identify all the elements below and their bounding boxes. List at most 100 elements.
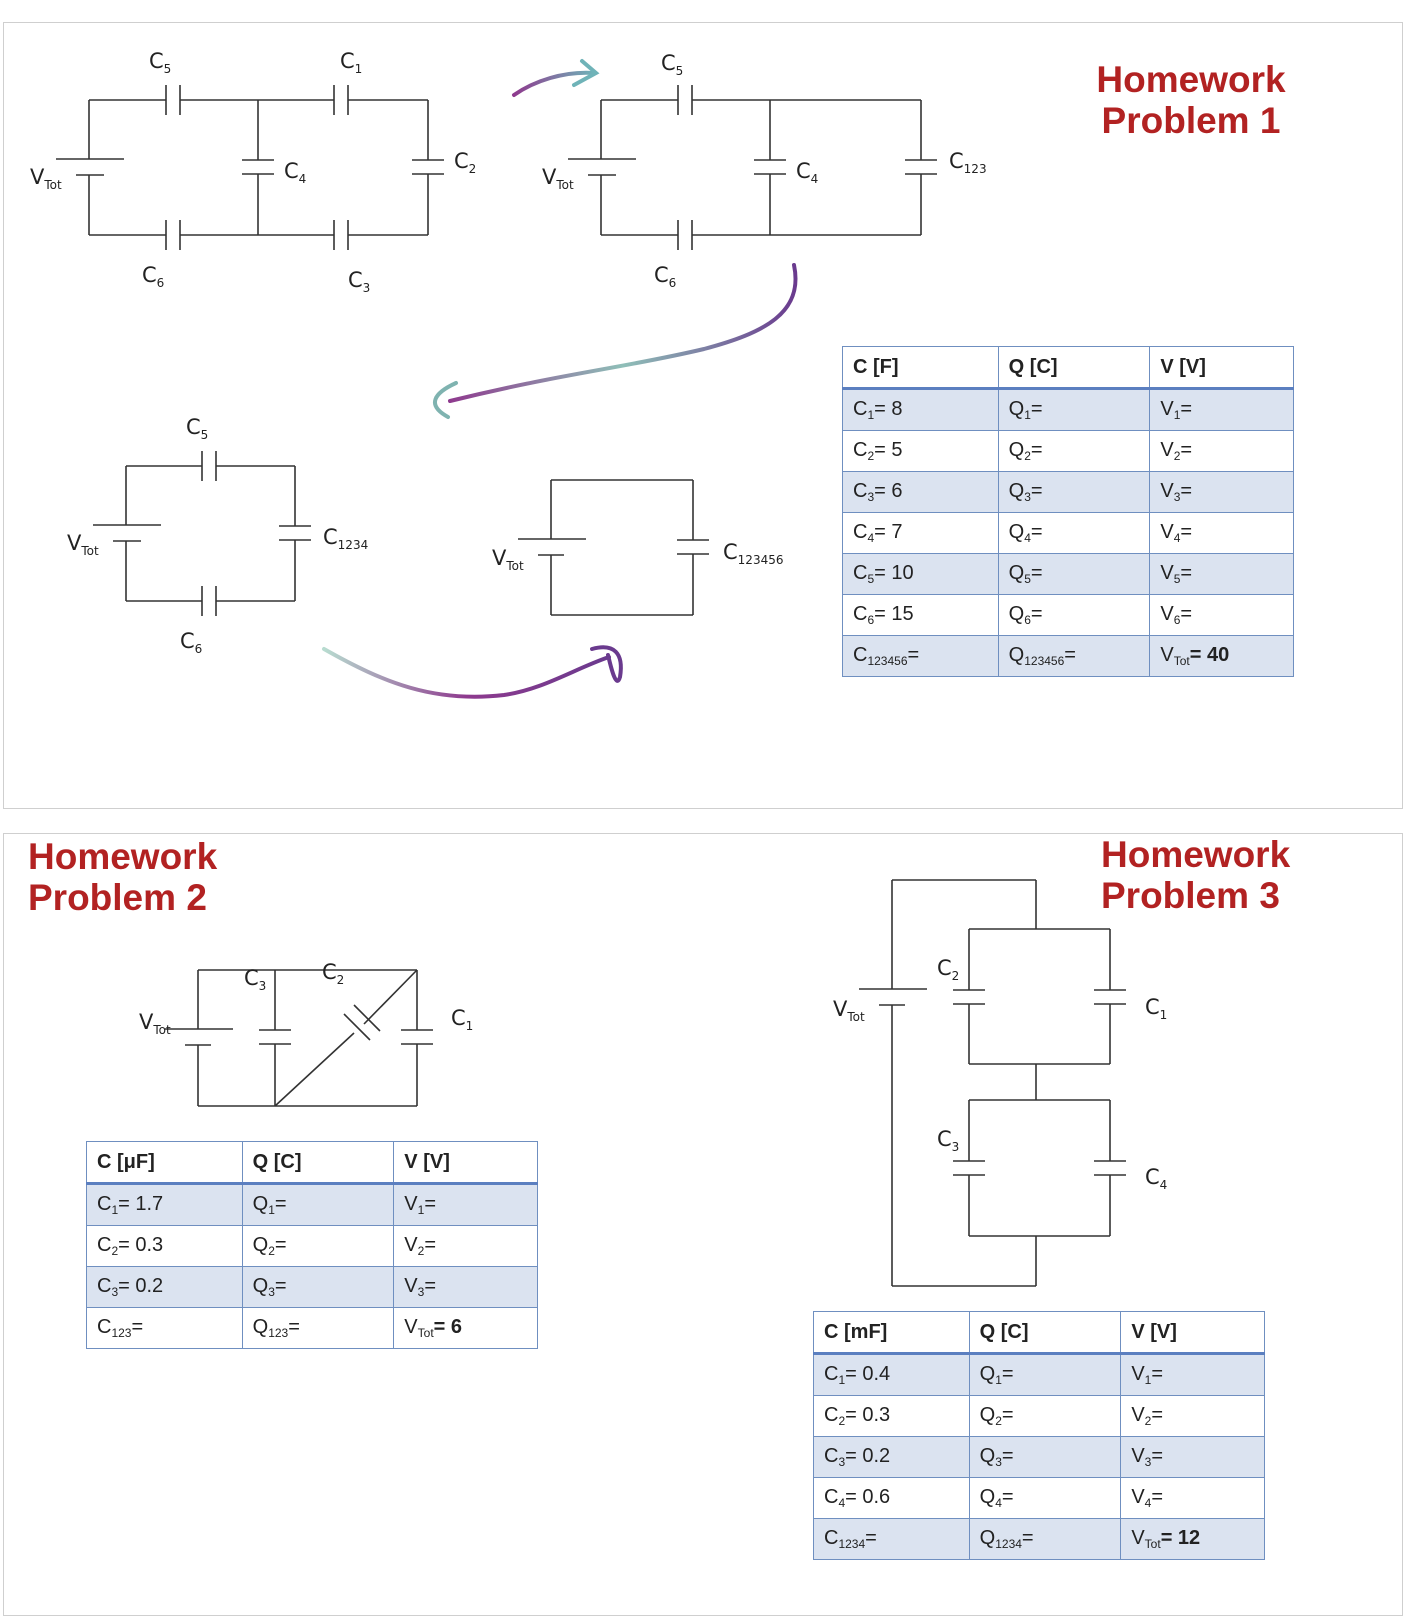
table-header-cell: C [μF]	[86, 1141, 243, 1185]
table-cell: C1= 1.7	[86, 1183, 243, 1226]
cell-subscript: 2	[268, 1244, 275, 1258]
slide-problem-1: Homework Problem 1	[3, 22, 1403, 809]
cell-subscript: 123456	[1024, 654, 1065, 668]
cell-subscript: 1	[1024, 408, 1031, 422]
cell-symbol: C	[824, 1527, 839, 1549]
table-cell: Q6=	[997, 594, 1151, 636]
cell-value: =	[907, 644, 920, 666]
cell-value: = 15	[874, 603, 914, 625]
cell-value: =	[1151, 1404, 1164, 1426]
label-p3-c1: C1	[1145, 995, 1168, 1022]
cell-subscript: 1	[867, 408, 875, 422]
table-cell: C5= 10	[842, 553, 999, 595]
cell-value: = 10	[874, 562, 914, 584]
table-cell: V1=	[1120, 1353, 1265, 1396]
cell-value: =	[1030, 521, 1043, 543]
table-cell: C6= 15	[842, 594, 999, 636]
title-line-1: Homework	[1096, 59, 1286, 100]
title-line-1: Homework	[1101, 834, 1291, 875]
cell-symbol: V	[404, 1234, 418, 1256]
table-cell: C4= 7	[842, 512, 999, 554]
cell-symbol: V	[1131, 1527, 1145, 1549]
table-cell: V1=	[1149, 388, 1294, 431]
table-cell: VTot= 12	[1120, 1518, 1265, 1560]
table-cell: C123456=	[842, 635, 999, 677]
title-line-2: Problem 3	[1101, 875, 1280, 916]
label-a-c1: C1	[340, 49, 363, 76]
cell-subscript: 2	[417, 1244, 425, 1258]
table-cell: Q123=	[241, 1307, 395, 1349]
cell-subscript: 4	[1144, 1496, 1152, 1510]
cell-symbol: V	[1131, 1404, 1145, 1426]
cell-symbol: C	[853, 603, 868, 625]
cell-symbol: C	[97, 1234, 112, 1256]
cell-value: =	[1180, 398, 1193, 420]
table-header-row: C [F]Q [C]V [V]	[842, 346, 1294, 390]
table-cell: C3= 0.2	[813, 1436, 970, 1478]
cell-symbol: V	[404, 1193, 418, 1215]
problem-2-3-schematics	[165, 879, 1126, 1287]
table-cell: C123=	[86, 1307, 243, 1349]
cell-value: = 0.2	[845, 1445, 891, 1467]
cell-symbol: Q	[979, 1363, 996, 1385]
title-line-2: Problem 2	[28, 877, 207, 918]
table-cell: C1= 0.4	[813, 1353, 970, 1396]
cell-value: =	[1180, 603, 1193, 625]
cell-value: =	[1151, 1363, 1164, 1385]
table-cell: C2= 0.3	[813, 1395, 970, 1437]
cell-symbol: V	[1131, 1486, 1145, 1508]
cell-symbol: Q	[1008, 439, 1025, 461]
cell-value: =	[1001, 1486, 1014, 1508]
table-header-cell: V [V]	[1149, 346, 1294, 390]
table-cell: Q1=	[968, 1353, 1122, 1396]
problem-1-title: Homework Problem 1	[1096, 59, 1286, 141]
cell-symbol: Q	[979, 1445, 996, 1467]
cell-symbol: V	[1131, 1363, 1145, 1385]
arrow-2-head	[433, 381, 458, 419]
label-p3-c2: C2	[937, 956, 960, 983]
cell-subscript: 4	[1024, 531, 1031, 545]
table-cell: C3= 0.2	[86, 1266, 243, 1308]
cell-subscript: 1	[995, 1373, 1002, 1387]
label-a-c5: C5	[149, 49, 172, 76]
table-row: C123=Q123=VTot= 6	[86, 1307, 538, 1349]
cell-subscript: 4	[1173, 531, 1181, 545]
cell-subscript: 3	[111, 1285, 119, 1299]
cell-symbol: C	[824, 1363, 839, 1385]
label-b-c6: C6	[654, 263, 677, 290]
label-p3-vtot: VTot	[833, 997, 865, 1024]
label-p3-c3: C3	[937, 1127, 960, 1154]
cell-subscript: Tot	[417, 1326, 434, 1340]
arrow-1-head	[572, 59, 600, 87]
table-cell: V5=	[1149, 553, 1294, 595]
table-row: C123456=Q123456=VTot= 40	[842, 635, 1294, 677]
cell-symbol: Q	[1008, 521, 1025, 543]
cell-symbol: C	[853, 439, 868, 461]
title-line-1: Homework	[28, 836, 218, 877]
table-cell: Q3=	[997, 471, 1151, 513]
label-d-c123456: C123456	[723, 540, 784, 567]
cell-subscript: 2	[838, 1414, 846, 1428]
cell-subscript: 2	[1173, 449, 1181, 463]
cell-symbol: V	[1160, 644, 1174, 666]
table-cell: C1= 8	[842, 388, 999, 431]
cell-value: =	[1151, 1445, 1164, 1467]
label-a-c2: C2	[454, 149, 477, 176]
cell-value: = 0.4	[845, 1363, 891, 1385]
cell-symbol: V	[404, 1316, 418, 1338]
cell-value: = 5	[874, 439, 903, 461]
cell-value: =	[1030, 603, 1043, 625]
table-header-cell: V [V]	[393, 1141, 538, 1185]
table-header-cell: Q [C]	[997, 346, 1151, 390]
table-cell: Q2=	[968, 1395, 1122, 1437]
cell-value: = 6	[874, 480, 903, 502]
table-cell: Q2=	[997, 430, 1151, 472]
cell-subscript: 3	[995, 1455, 1002, 1469]
table-header-cell: Q [C]	[968, 1311, 1122, 1355]
